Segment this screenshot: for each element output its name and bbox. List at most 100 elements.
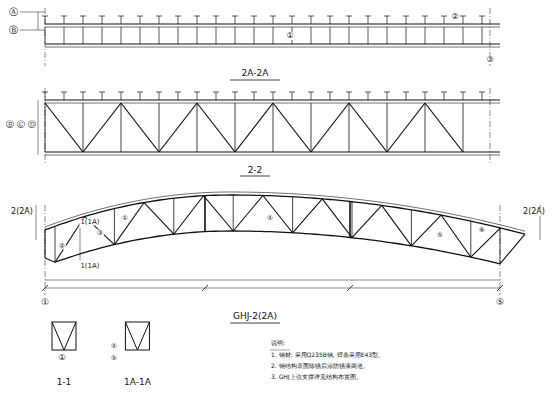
section-title: 1-1: [57, 378, 72, 387]
member-line: [425, 92, 426, 100]
section-title: 1A-1A: [124, 378, 151, 387]
member-line: [292, 92, 293, 100]
member-line: [273, 92, 274, 100]
note-text: 3. GHJ上弦支撑详见结构布置图。: [270, 374, 363, 380]
member-line: [422, 92, 428, 93]
member-line: [235, 103, 236, 152]
member-line: [197, 16, 198, 24]
member-line: [159, 27, 160, 44]
member-line: [403, 92, 409, 93]
section-label: 2A-2A: [241, 69, 270, 78]
member-line: [460, 16, 466, 17]
member-line: [470, 221, 471, 257]
member-line: [270, 16, 276, 17]
member-line: [38, 100, 39, 155]
member-line: [61, 16, 67, 17]
member-line: [500, 234, 525, 264]
member-line: [83, 16, 84, 24]
member-line: [45, 155, 500, 156]
member-line: [311, 103, 349, 152]
member-line: [204, 196, 206, 232]
member-line: [330, 16, 331, 24]
member-line: [349, 103, 350, 152]
member-line: [292, 16, 293, 24]
section-detail: 1A-1A: [122, 320, 153, 388]
member-line: [45, 99, 500, 100]
section-label: GHJ-2(2A): [232, 312, 278, 321]
member-line: [349, 92, 350, 100]
member-line: [352, 202, 353, 238]
member-line: [102, 16, 103, 24]
member-line: [311, 92, 312, 100]
member-line: [311, 16, 312, 24]
member-line: [64, 16, 65, 24]
member-line: [482, 16, 483, 24]
member-line: [482, 27, 483, 44]
member-line: [251, 16, 257, 17]
member-line: [463, 27, 464, 44]
section-label: 2(2A): [10, 208, 34, 216]
member-line: [444, 16, 445, 24]
member-line: [500, 228, 501, 264]
callout-number: ①: [40, 298, 50, 307]
member-line: [45, 258, 55, 262]
member-line: [235, 92, 236, 100]
section-label: 1(1A): [79, 263, 100, 270]
member-line: [80, 16, 86, 17]
member-line: [441, 16, 447, 17]
member-line: [463, 16, 464, 24]
member-line: [45, 88, 46, 165]
member-line: [197, 92, 198, 100]
member-line: [441, 92, 447, 93]
callout-number: ②: [450, 13, 459, 21]
member-line: [292, 197, 293, 233]
member-line: [45, 280, 500, 281]
member-line: [55, 226, 56, 262]
member-line: [197, 27, 198, 44]
callout-number: Ⓐ: [8, 8, 19, 17]
member-line: [42, 285, 48, 291]
member-line: [273, 27, 274, 44]
callout-number: Ⓑ: [8, 26, 19, 35]
member-line: [387, 16, 388, 24]
member-line: [213, 92, 219, 93]
note-text: 1. 钢材: 采用Q235B钢, 焊条采用E43型。: [270, 352, 385, 358]
member-line: [83, 103, 84, 152]
member-line: [368, 92, 369, 100]
callout-number: ⑤: [110, 355, 118, 362]
member-line: [178, 27, 179, 44]
member-line: [500, 205, 501, 295]
member-line: [178, 92, 179, 100]
member-line: [36, 205, 37, 240]
member-line: [349, 103, 387, 152]
member-line: [273, 16, 274, 24]
member-line: [38, 12, 39, 30]
callout-number: ⑤: [436, 232, 444, 239]
member-line: [45, 288, 500, 289]
member-line: [61, 92, 67, 93]
member-line: [368, 27, 369, 44]
member-line: [45, 151, 500, 152]
member-line: [159, 103, 197, 152]
member-line: [387, 92, 388, 100]
member-line: [80, 228, 81, 260]
member-line: [270, 350, 290, 351]
member-line: [144, 203, 174, 235]
member-line: [479, 92, 485, 93]
member-line: [45, 23, 500, 24]
member-line: [254, 27, 255, 44]
member-line: [232, 92, 238, 93]
member-line: [45, 43, 500, 44]
member-line: [349, 201, 351, 237]
member-line: [216, 92, 217, 100]
member-line: [346, 16, 352, 17]
member-line: [121, 16, 122, 24]
member-line: [330, 27, 331, 44]
member-line: [422, 16, 428, 17]
member-line: [349, 27, 350, 44]
member-line: [349, 16, 350, 24]
member-line: [140, 16, 141, 24]
member-line: [45, 205, 46, 295]
member-line: [403, 16, 409, 17]
member-line: [80, 92, 86, 93]
